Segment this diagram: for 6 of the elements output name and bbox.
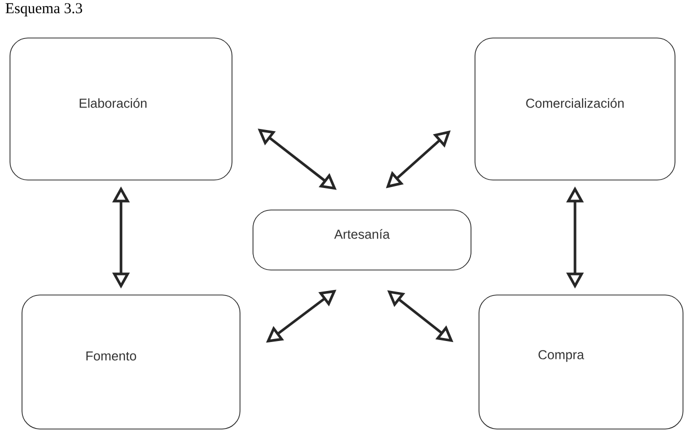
process-box: Artesanía [252, 210, 472, 270]
process-box: Comercialización [474, 38, 676, 180]
process-box: Fomento [22, 294, 240, 430]
process-box: Compra [478, 294, 684, 430]
process-box: Elaboración [10, 38, 232, 180]
title: Esquema 3.3 [6, 3, 82, 16]
